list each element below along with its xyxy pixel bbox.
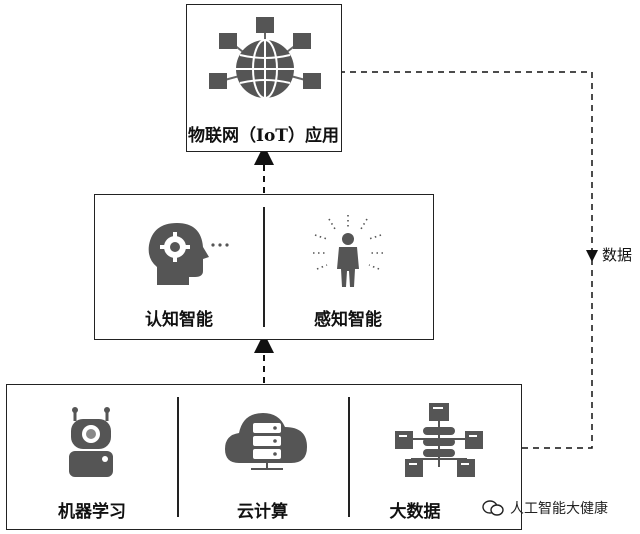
watermark-text: 人工智能大健康 bbox=[510, 501, 608, 517]
wechat-icon bbox=[482, 500, 504, 516]
big-data-servers-icon bbox=[395, 403, 483, 477]
foundation-box: 机器学习 云计算 大数据 bbox=[6, 384, 522, 530]
perception-person-icon bbox=[313, 215, 383, 287]
foundation-divider-2 bbox=[348, 397, 350, 517]
iot-application-box: 物联网（IoT）应用 bbox=[186, 4, 342, 152]
big-data-label: 大数据 bbox=[389, 502, 441, 522]
perceptual-intelligence-label: 感知智能 bbox=[314, 310, 382, 330]
cloud-computing-label: 云计算 bbox=[237, 502, 288, 522]
data-flow-label: 数据 bbox=[602, 246, 633, 264]
robot-icon bbox=[69, 407, 113, 477]
globe-network-icon bbox=[209, 17, 321, 99]
intelligence-divider bbox=[263, 207, 265, 327]
cloud-server-icon bbox=[225, 413, 307, 470]
foundation-divider-1 bbox=[177, 397, 179, 517]
cognitive-intelligence-label: 认知智能 bbox=[145, 310, 213, 330]
intelligence-box: 认知智能 感知智能 bbox=[94, 194, 434, 340]
iot-application-label: 物联网（IoT）应用 bbox=[188, 126, 339, 146]
head-gear-icon bbox=[148, 223, 229, 285]
data-arrow-head bbox=[586, 250, 598, 262]
machine-learning-label: 机器学习 bbox=[58, 502, 126, 522]
watermark: 人工智能大健康 bbox=[482, 498, 608, 518]
